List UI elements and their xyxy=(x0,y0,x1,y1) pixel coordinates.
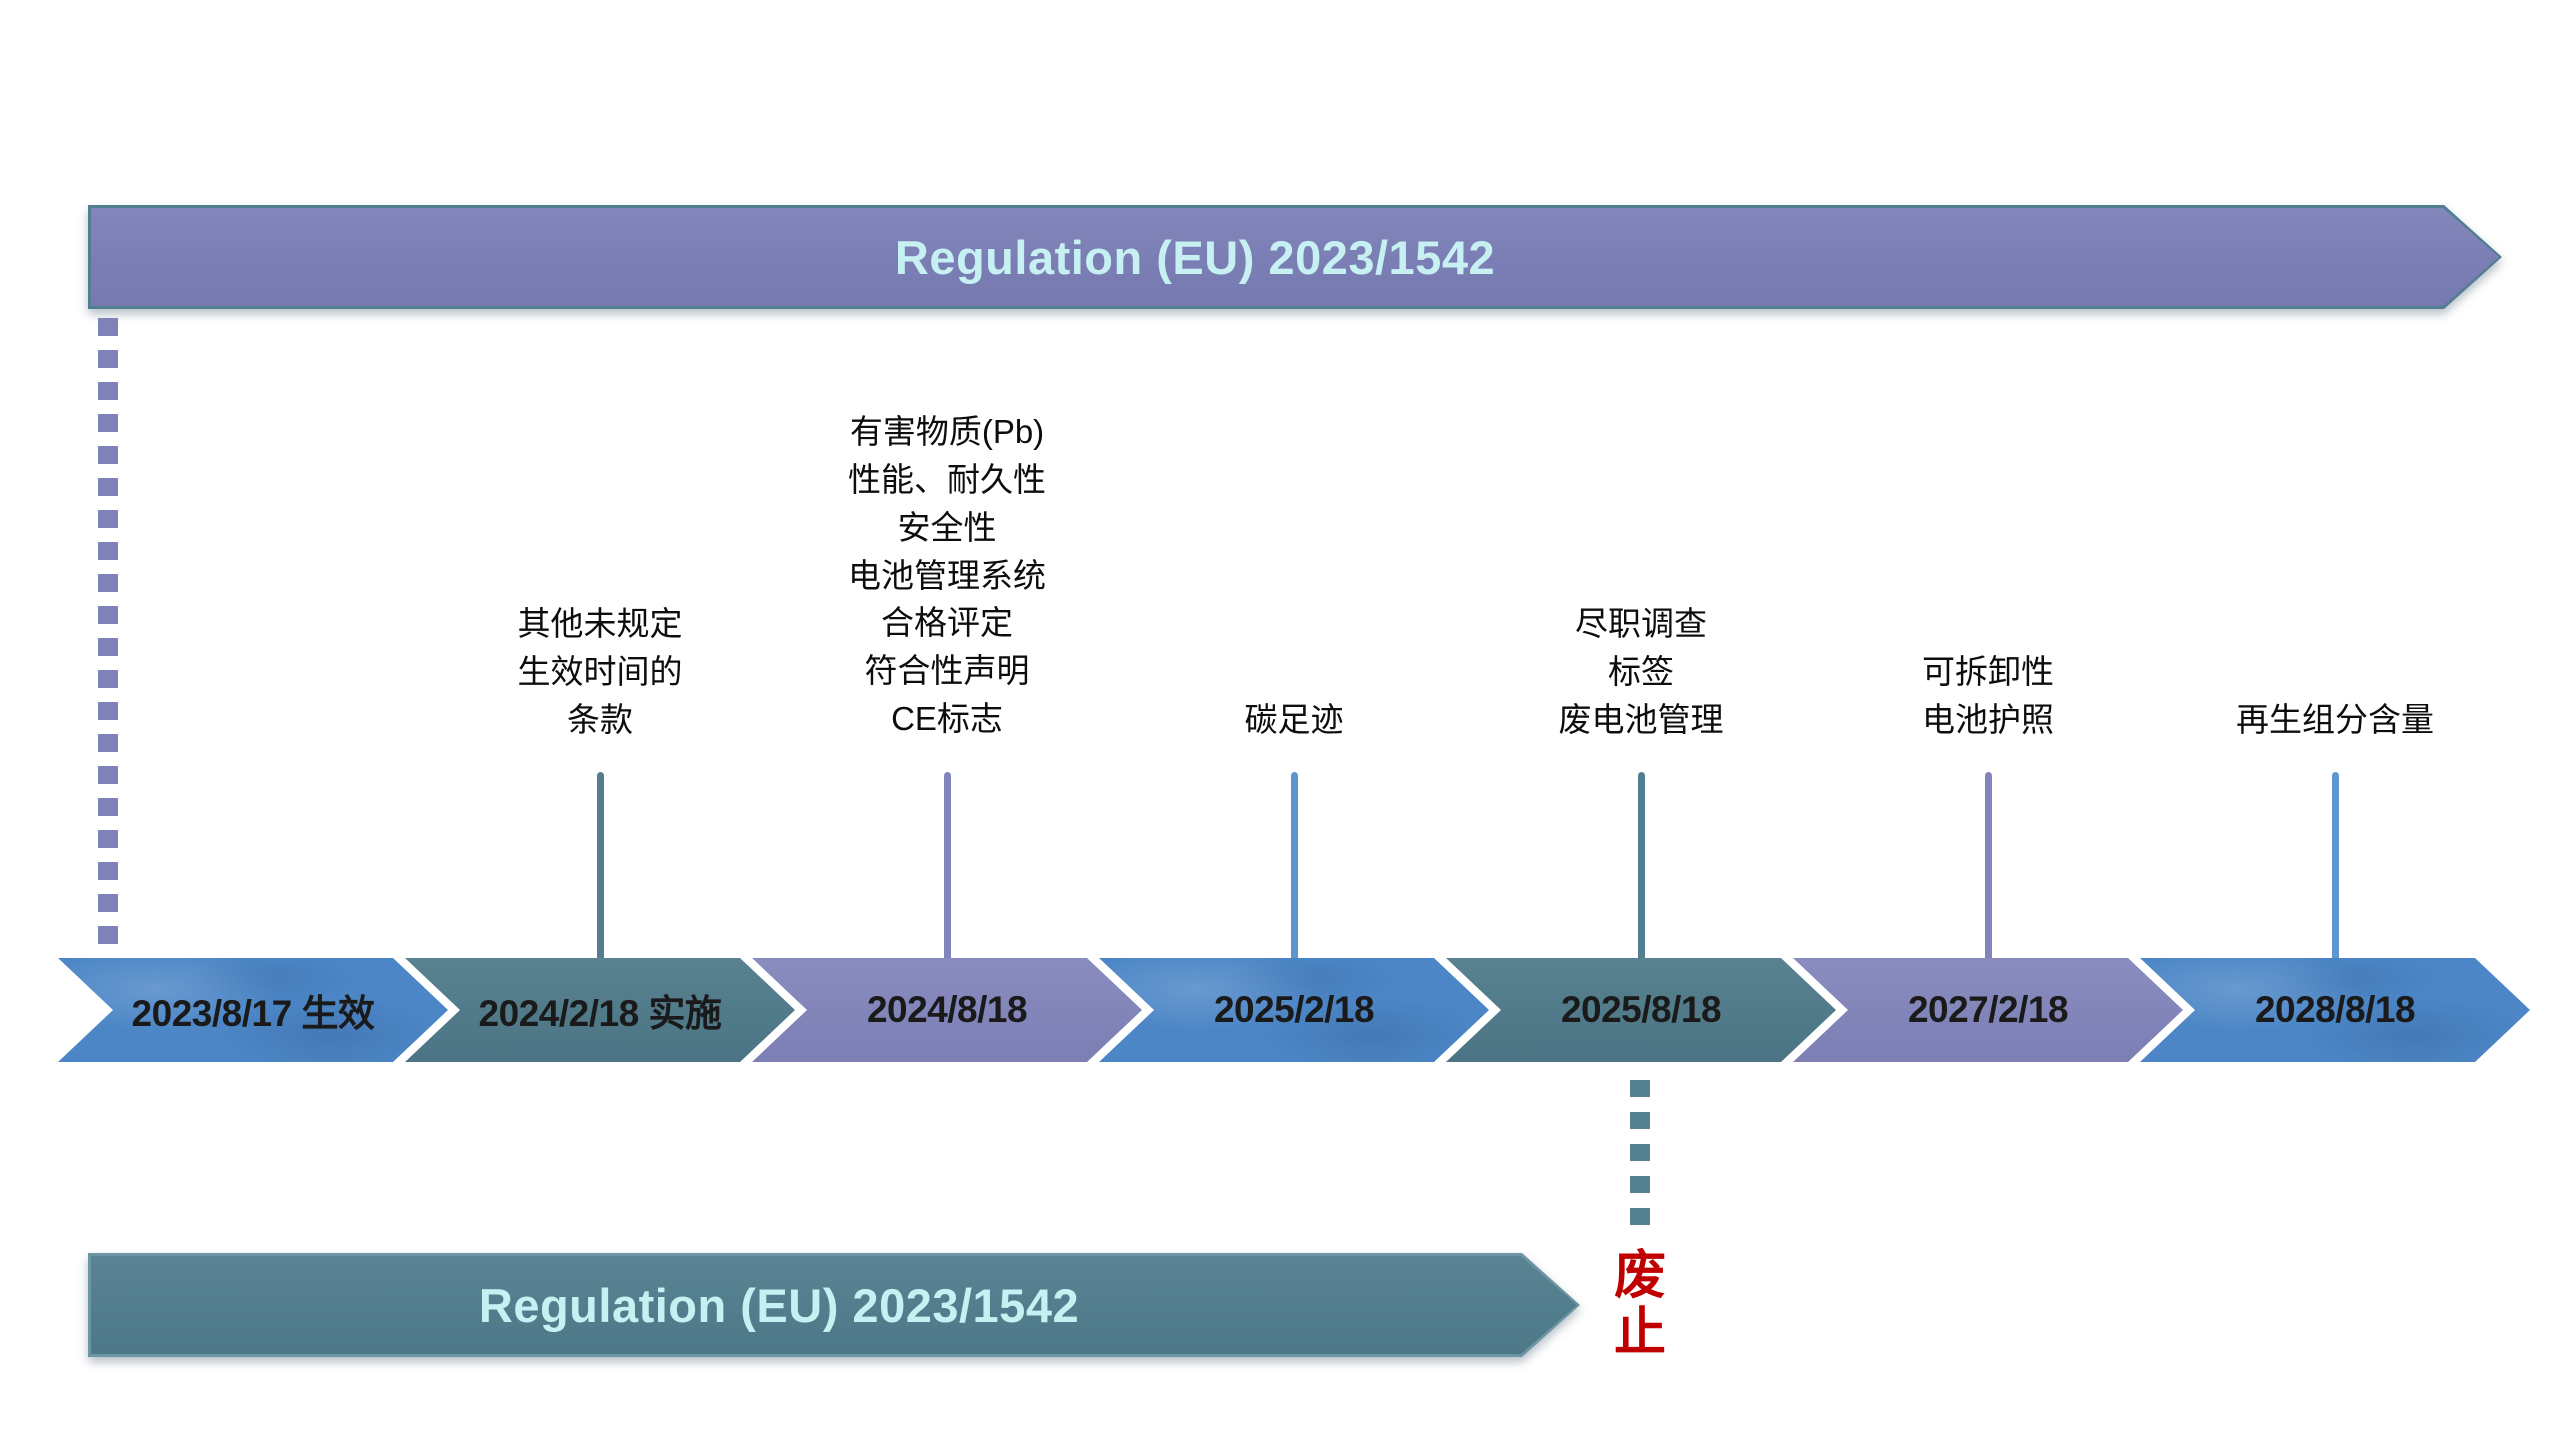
milestone-connector-line xyxy=(1291,772,1298,962)
milestone-date-arrow: 2024/2/18 实施 xyxy=(405,958,795,1062)
milestone-date-arrow: 2023/8/17 生效 xyxy=(58,958,448,1062)
milestone-label-due-diligence: 尽职调查 标签 废电池管理 xyxy=(1558,605,1724,738)
milestone-connector-line xyxy=(597,772,604,962)
milestone-date-arrow: 2027/2/18 xyxy=(1793,958,2183,1062)
milestone-date: 2024/8/18 xyxy=(866,989,1028,1030)
milestone-connector-line xyxy=(2332,772,2339,962)
milestone-date: 2023/8/17 生效 xyxy=(131,993,375,1034)
milestone-date-arrow: 2025/8/18 xyxy=(1446,958,1836,1062)
entry-into-force-dotted-line xyxy=(98,318,118,954)
milestone-date-arrow: 2024/8/18 xyxy=(752,958,1142,1062)
milestone-connector-line xyxy=(944,772,951,962)
milestone-connector-line xyxy=(1638,772,1645,962)
milestone-label-recycled-content: 再生组分含量 xyxy=(2236,701,2434,738)
milestone-label-removability-passport: 可拆卸性 电池护照 xyxy=(1922,653,2054,738)
milestone-date: 2024/2/18 实施 xyxy=(478,993,722,1034)
new-regulation-banner-title: Regulation (EU) 2023/1542 xyxy=(894,230,1496,284)
old-regulation-banner-fill: Regulation (EU) 2023/1542 xyxy=(91,1256,1577,1354)
repeal-dotted-line xyxy=(1630,1080,1650,1240)
repeal-label: 废止 xyxy=(1613,1247,1666,1363)
milestone-label-other-provisions: 其他未规定 生效时间的 条款 xyxy=(517,605,683,738)
old-regulation-banner-title: Regulation (EU) 2023/1542 xyxy=(478,1278,1080,1332)
old-regulation-banner: Regulation (EU) 2023/1542 xyxy=(88,1253,1580,1357)
milestone-date: 2027/2/18 xyxy=(1907,989,2069,1030)
milestone-date: 2025/2/18 xyxy=(1213,989,1375,1030)
milestone-label-hazardous-substances: 有害物质(Pb) 性能、耐久性 安全性 电池管理系统 合格评定 符合性声明 CE… xyxy=(848,413,1046,738)
milestone-date-arrow: 2025/2/18 xyxy=(1099,958,1489,1062)
milestone-label-carbon-footprint: 碳足迹 xyxy=(1244,701,1344,738)
new-regulation-banner: Regulation (EU) 2023/1542 xyxy=(88,205,2502,309)
milestone-date: 2028/8/18 xyxy=(2254,989,2416,1030)
milestone-date-arrow: 2028/8/18 xyxy=(2140,958,2530,1062)
milestone-connector-line xyxy=(1985,772,1992,962)
new-regulation-banner-fill: Regulation (EU) 2023/1542 xyxy=(91,208,2499,306)
milestone-date: 2025/8/18 xyxy=(1560,989,1722,1030)
